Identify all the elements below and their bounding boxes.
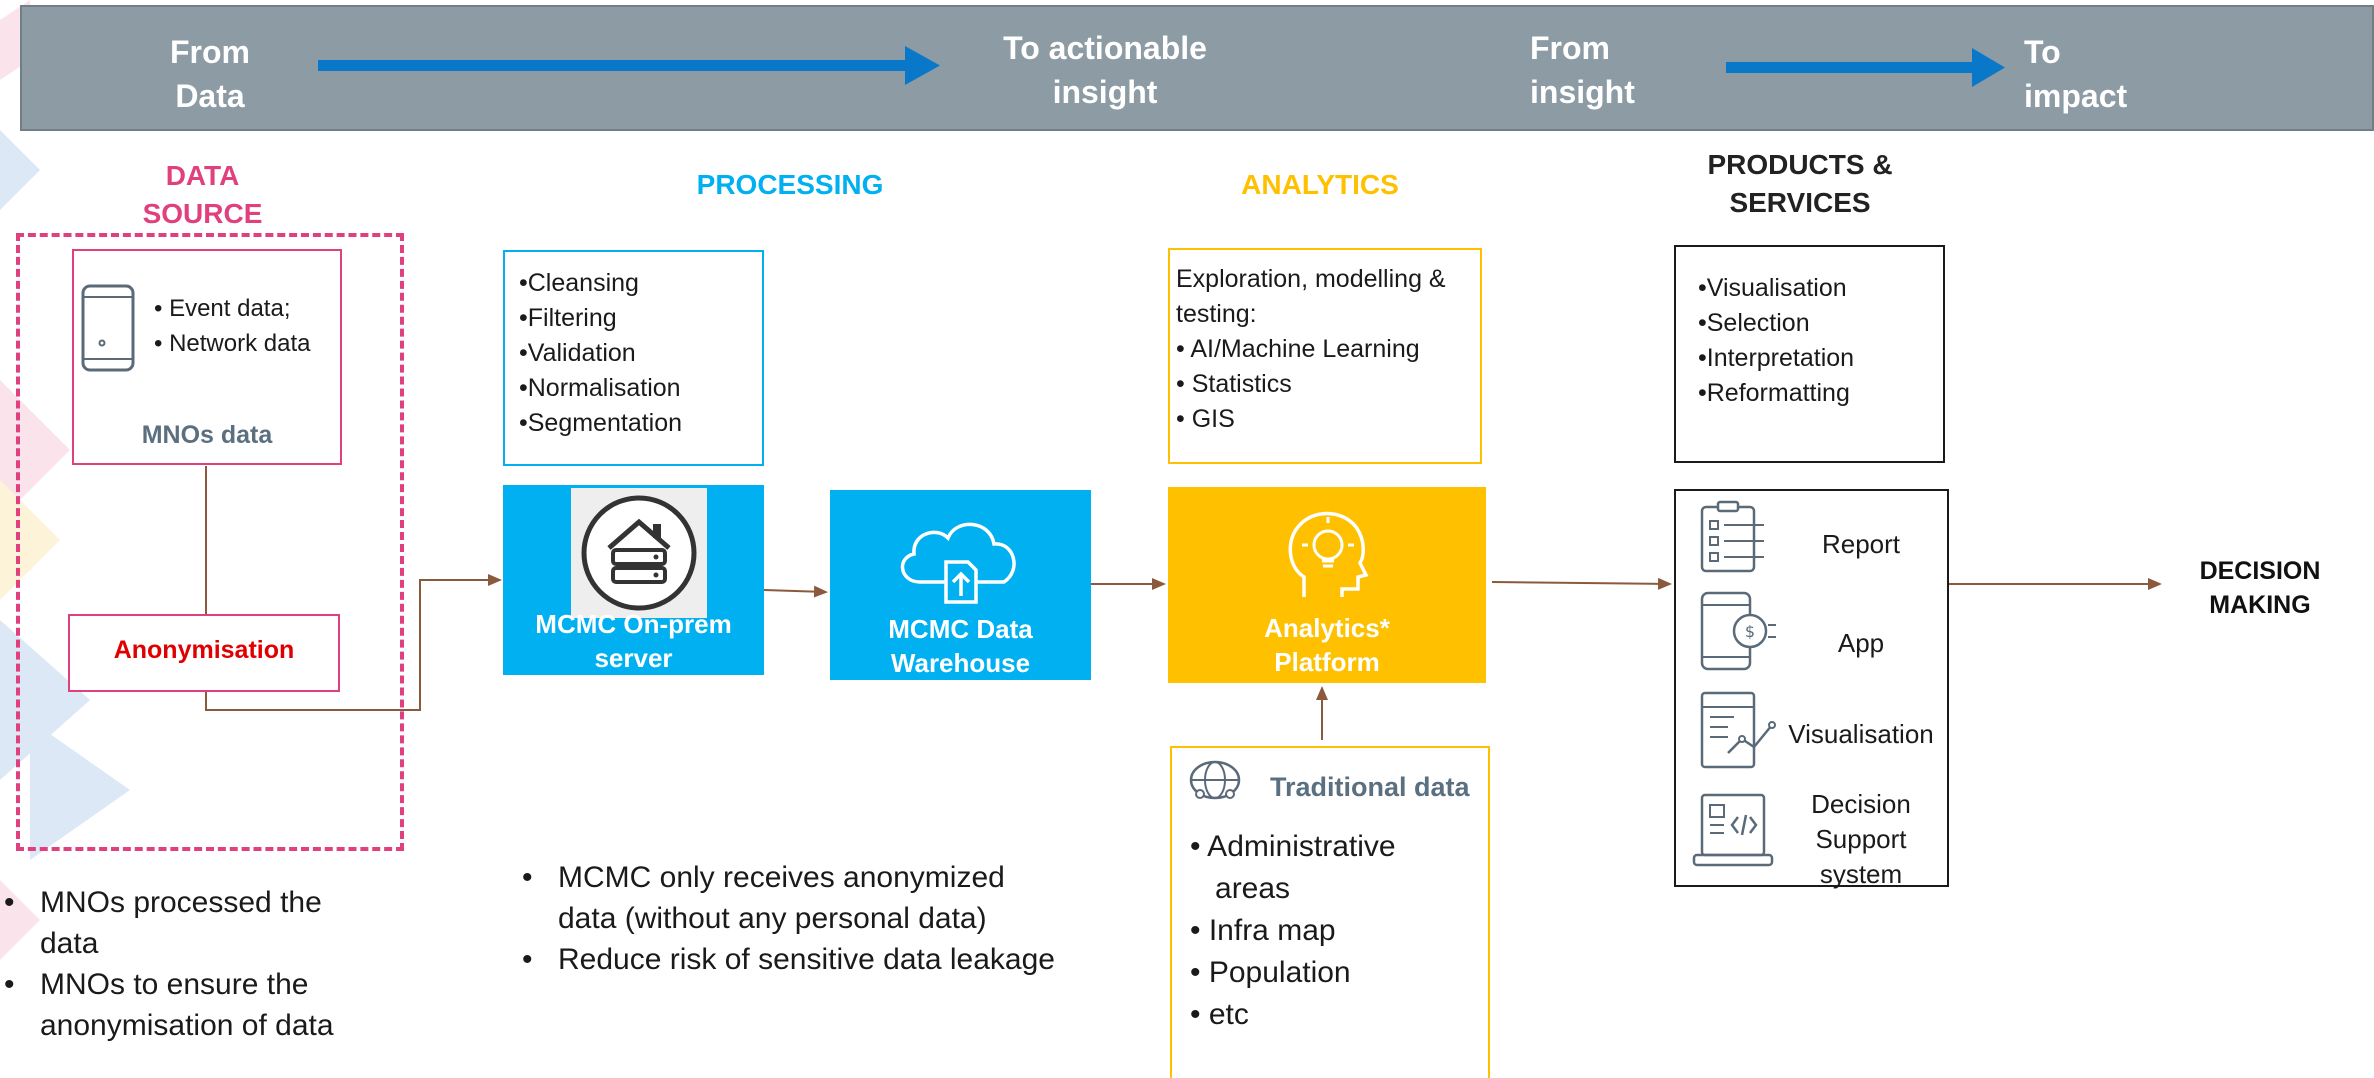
left-note-1: • MNOs processed the data — [4, 882, 404, 964]
analytics-methods-box: Exploration, modelling & testing: • AI/M… — [1168, 248, 1482, 464]
traditional-item-population: • Population — [1190, 956, 1351, 989]
chart-document-icon — [1700, 691, 1776, 769]
bullet-dot: • — [522, 861, 533, 894]
output-app-label: App — [1837, 628, 1885, 658]
traditional-data-box: Traditional data • Administrative areas … — [1170, 746, 1490, 1078]
svg-text:$: $ — [1745, 622, 1755, 641]
smartphone-icon — [81, 284, 135, 372]
traditional-data-title: Traditional data — [1270, 772, 1470, 802]
connector-server-to-warehouse — [763, 585, 828, 598]
analytics-platform-label: Analytics* Platform — [1264, 613, 1390, 677]
mnos-data-label: MNOs data — [141, 421, 273, 449]
product-visualisation: •Visualisation — [1698, 274, 1847, 302]
mnos-data-box: • Event data; • Network data MNOs data — [72, 249, 342, 465]
bullet-network-data: • Network data — [154, 330, 311, 357]
products-title: PRODUCTS & SERVICES — [1707, 149, 1893, 218]
server-label: MCMC On-prem server — [535, 609, 732, 673]
step-segmentation: •Segmentation — [519, 409, 683, 437]
banner-from-insight: From insight — [1530, 30, 1635, 110]
head-lightbulb-icon — [1288, 511, 1369, 597]
step-validation: •Validation — [519, 339, 636, 367]
banner-from-data: From Data — [170, 34, 250, 114]
tablet-app-icon: $ — [1700, 591, 1776, 671]
traditional-item-etc: • etc — [1190, 998, 1249, 1031]
mcmc-data-warehouse: MCMC Data Warehouse — [830, 490, 1091, 680]
center-note-1-text: MCMC only receives anonymized data (with… — [558, 861, 1005, 935]
warehouse-label: MCMC Data Warehouse — [888, 614, 1033, 678]
decision-making-label: DECISION MAKING — [2199, 557, 2321, 619]
left-notes: • MNOs processed the data • MNOs to ensure… — [4, 882, 404, 1046]
analytics-platform: Analytics* Platform — [1168, 487, 1486, 683]
bullet-dot: • — [522, 943, 533, 976]
anonymisation-box: Anonymisation — [68, 614, 340, 692]
cloud-upload-icon — [900, 522, 1016, 604]
step-filtering: •Filtering — [519, 304, 617, 332]
processing-steps-list: •Cleansing •Filtering •Validation •Norma… — [519, 266, 682, 441]
bullet-dot: • — [4, 886, 15, 919]
products-outputs-box: Report $ App Visualisation Decision Supp… — [1674, 489, 1949, 889]
analytics-line-4: • Statistics — [1176, 370, 1292, 398]
banner-to-impact: To impact — [2024, 34, 2128, 114]
banner-to-actionable-insight: To actionable insight — [1003, 30, 1207, 110]
checklist-report-icon — [1700, 500, 1764, 573]
mcmc-on-prem-server: MCMC On-prem server — [503, 485, 764, 675]
server-icon-tile — [571, 488, 707, 618]
analytics-methods-list: Exploration, modelling & testing: • AI/M… — [1176, 262, 1446, 437]
step-normalisation: •Normalisation — [519, 374, 681, 402]
output-visualisation-label: Visualisation — [1788, 719, 1934, 749]
analytics-line-1: Exploration, modelling & — [1176, 265, 1446, 293]
center-note-2: • Reduce risk of sensitive data leakage — [522, 939, 1162, 980]
processing-title: PROCESSING — [696, 169, 884, 200]
data-source-title: DATA SOURCE — [142, 160, 263, 229]
products-list: •Visualisation •Selection •Interpretatio… — [1698, 271, 1854, 411]
center-note-2-text: Reduce risk of sensitive data leakage — [558, 943, 1055, 976]
traditional-item-infra: • Infra map — [1190, 914, 1336, 947]
traditional-data-list: • Administrative areas • Infra map • Pop… — [1190, 826, 1396, 1036]
step-cleansing: •Cleansing — [519, 269, 639, 297]
analytics-line-2: testing: — [1176, 300, 1257, 328]
analytics-line-5: • GIS — [1176, 405, 1235, 433]
product-interpretation: •Interpretation — [1698, 344, 1855, 372]
house-server-icon — [581, 495, 697, 611]
output-dss-label: Decision Support system — [1811, 789, 1911, 889]
processing-steps-box: •Cleansing •Filtering •Validation •Norma… — [503, 250, 764, 466]
left-note-2: • MNOs to ensure the anonymisation of dat… — [4, 964, 404, 1046]
globe-people-icon — [1189, 760, 1241, 800]
products-list-box: •Visualisation •Selection •Interpretatio… — [1674, 245, 1945, 463]
bullet-dot: • — [4, 968, 15, 1001]
bullet-event-data: • Event data; — [154, 295, 291, 322]
output-report-label: Report — [1821, 529, 1901, 559]
mnos-data-bullets: • Event data; • Network data — [154, 291, 310, 361]
left-note-2-text: MNOs to ensure the anonymisation of data — [40, 968, 334, 1042]
product-selection: •Selection — [1698, 309, 1810, 337]
product-reformatting: •Reformatting — [1698, 379, 1850, 407]
data-source-dashed-frame — [16, 233, 404, 851]
connector-analytics-to-products — [1491, 577, 1672, 590]
analytics-title: ANALYTICS — [1241, 169, 1399, 200]
traditional-item-admin: • Administrative areas — [1190, 830, 1396, 905]
center-notes: • MCMC only receives anonymized data (wit… — [522, 857, 1162, 980]
anonymisation-label: Anonymisation — [113, 636, 295, 664]
center-note-1: • MCMC only receives anonymized data (wit… — [522, 857, 1162, 939]
left-note-1-text: MNOs processed the data — [40, 886, 322, 960]
laptop-code-icon — [1692, 793, 1774, 867]
analytics-line-3: • AI/Machine Learning — [1176, 335, 1420, 363]
